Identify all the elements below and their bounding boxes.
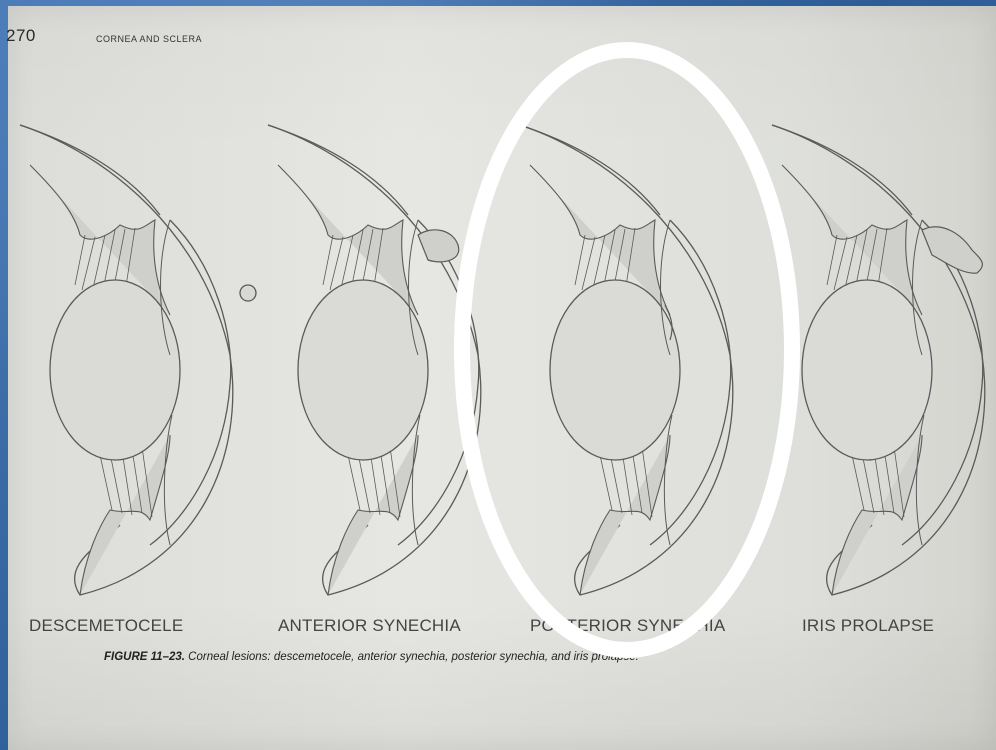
label-iris-prolapse: IRIS PROLAPSE [802, 616, 934, 636]
eye-diagram-anterior-synechia [268, 125, 481, 595]
label-posterior-synechia: POSTERIOR SYNECHIA [530, 616, 725, 636]
eye-diagram-iris-prolapse [772, 125, 985, 595]
eye-diagram-posterior-synechia [520, 125, 733, 595]
eye-diagram-descemetocele [20, 125, 256, 595]
label-descemetocele: DESCEMETOCELE [29, 616, 183, 636]
figure-caption: FIGURE 11–23. Corneal lesions: descemeto… [104, 651, 639, 663]
caption-number: FIGURE 11–23. [104, 651, 185, 663]
caption-text: Corneal lesions: descemetocele, anterior… [188, 651, 639, 663]
label-anterior-synechia: ANTERIOR SYNECHIA [278, 616, 461, 636]
